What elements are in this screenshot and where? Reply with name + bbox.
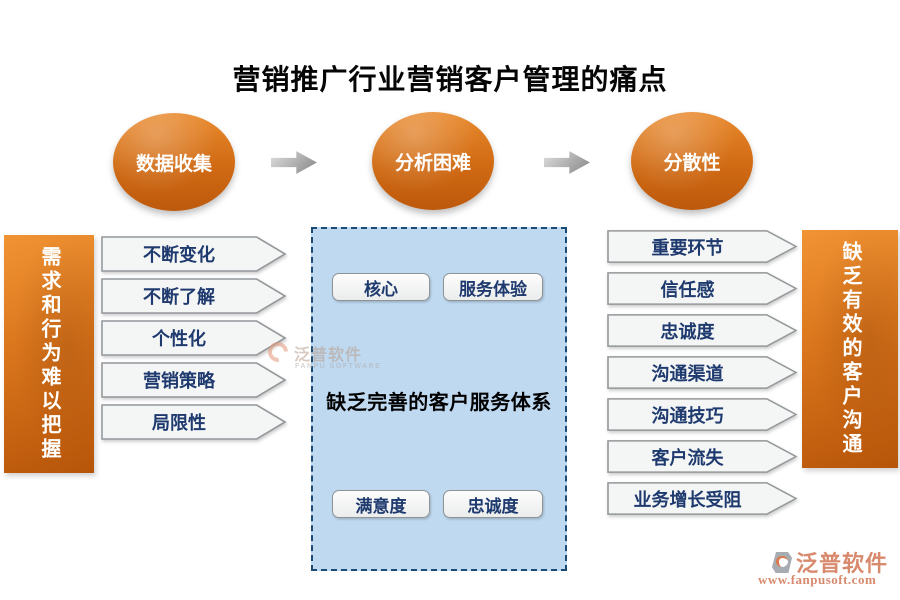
fanpu-logo-icon (772, 552, 792, 573)
flow-right-arrow-icon (271, 151, 317, 174)
tag-label: 核心 (364, 279, 398, 299)
list-item: 个性化 (101, 320, 287, 356)
oval-label: 分析困难 (394, 152, 471, 174)
list-item-label: 忠诚度 (660, 321, 715, 342)
pentagon-arrow-icon (607, 272, 798, 305)
flow-right-arrow-icon (544, 151, 590, 174)
list-item-label: 业务增长受阻 (633, 489, 742, 510)
left-band-demand-hard-to-grasp: 需求和行为难以把握 (4, 235, 94, 473)
oval-label: 数据收集 (135, 153, 212, 175)
pentagon-arrow-icon (101, 278, 287, 314)
list-item: 忠诚度 (607, 314, 798, 347)
list-item-label: 沟通技巧 (651, 405, 724, 426)
pentagon-arrow-icon (607, 482, 798, 515)
tag-satisfaction: 满意度 (332, 490, 430, 518)
list-item-label: 不断变化 (143, 245, 215, 265)
list-item: 不断变化 (101, 236, 287, 272)
flow-oval-data-collection: 数据收集 (113, 113, 235, 211)
pentagon-arrow-icon (101, 362, 287, 398)
list-item-label: 沟通渠道 (651, 363, 724, 384)
tag-label: 忠诚度 (467, 496, 519, 516)
tag-label: 满意度 (355, 496, 407, 516)
list-item-label: 重要环节 (651, 237, 724, 258)
center-box-label: 缺乏完善的客户服务体系 (326, 392, 552, 414)
tag-loyalty: 忠诚度 (443, 490, 543, 518)
center-service-system-box: 核心 服务体验 缺乏完善的客户服务体系 满意度 忠诚度 (311, 227, 567, 571)
tag-service-experience: 服务体验 (443, 273, 543, 301)
pentagon-arrow-icon (607, 230, 798, 263)
list-item: 局限性 (101, 404, 287, 440)
list-item: 客户流失 (607, 440, 798, 473)
pentagon-arrow-icon (607, 356, 798, 389)
list-item-label: 信任感 (660, 279, 715, 300)
pentagon-arrow-icon (607, 314, 798, 347)
list-item: 重要环节 (607, 230, 798, 263)
list-item: 沟通渠道 (607, 356, 798, 389)
list-item-label: 不断了解 (143, 287, 215, 307)
list-item-label: 局限性 (152, 413, 206, 433)
fanpu-footer-logo: 泛普软件 www.fanpusoft.com (752, 545, 892, 590)
footer-logo-url: www.fanpusoft.com (758, 572, 877, 587)
list-item: 信任感 (607, 272, 798, 305)
right-band-label: 缺乏有效的客户沟通 (839, 241, 861, 457)
list-item: 业务增长受阻 (607, 482, 798, 515)
list-item: 不断了解 (101, 278, 287, 314)
pentagon-arrow-icon (101, 236, 287, 272)
right-band-lack-effective-communication: 缺乏有效的客户沟通 (802, 230, 898, 468)
pentagon-arrow-icon (101, 320, 287, 356)
list-item: 沟通技巧 (607, 398, 798, 431)
page-title: 营销推广行业营销客户管理的痛点 (232, 64, 668, 95)
list-item: 营销策略 (101, 362, 287, 398)
pentagon-arrow-icon (607, 398, 798, 431)
footer-logo-name: 泛普软件 (796, 551, 889, 576)
oval-label: 分散性 (663, 152, 721, 174)
list-item-label: 个性化 (152, 329, 206, 349)
pentagon-arrow-icon (101, 404, 287, 440)
flow-oval-analysis-difficulty: 分析困难 (372, 112, 494, 210)
list-item-label: 营销策略 (143, 371, 215, 391)
tag-label: 服务体验 (459, 279, 527, 299)
list-item-label: 客户流失 (651, 447, 724, 468)
pentagon-arrow-icon (607, 440, 798, 473)
left-band-label: 需求和行为难以把握 (38, 246, 60, 462)
tag-core: 核心 (332, 273, 430, 301)
flow-oval-dispersion: 分散性 (631, 112, 753, 210)
